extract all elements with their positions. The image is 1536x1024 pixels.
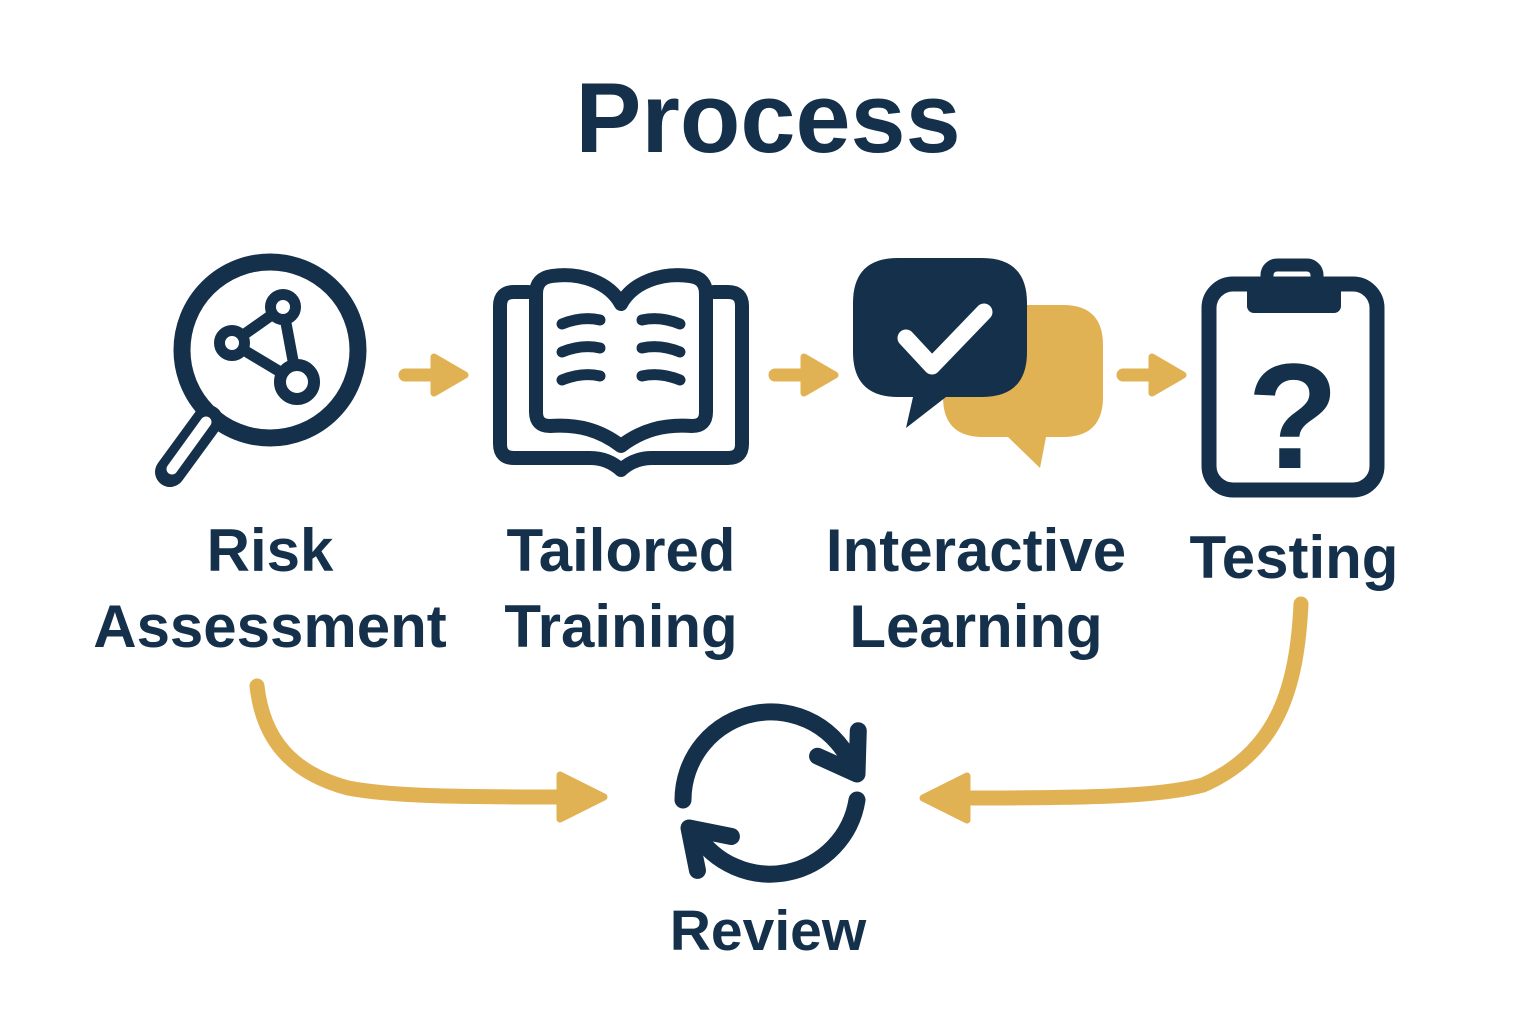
step-label-risk-assessment: Risk Assessment (93, 517, 447, 661)
magnifier-network-icon (148, 248, 368, 490)
page-title: Process (575, 62, 961, 173)
refresh-cycle-icon (674, 700, 867, 890)
flow-arrow-icon (398, 352, 470, 398)
step-label-interactive-learning: Interactive Learning (825, 517, 1127, 661)
chat-bubbles-check-icon (850, 256, 1106, 472)
curved-arrow-right-icon (903, 592, 1323, 832)
curved-arrow-left-icon (240, 668, 630, 833)
step-label-tailored-training: Tailored Training (504, 517, 738, 661)
review-label: Review (669, 899, 867, 963)
question-mark-glyph: ? (1247, 332, 1339, 500)
flow-arrow-icon (768, 352, 840, 398)
clipboard-question-icon: ? (1201, 258, 1385, 500)
step-label-testing: Testing (1189, 524, 1399, 591)
flow-arrow-icon (1116, 352, 1188, 398)
open-book-icon (492, 258, 750, 477)
